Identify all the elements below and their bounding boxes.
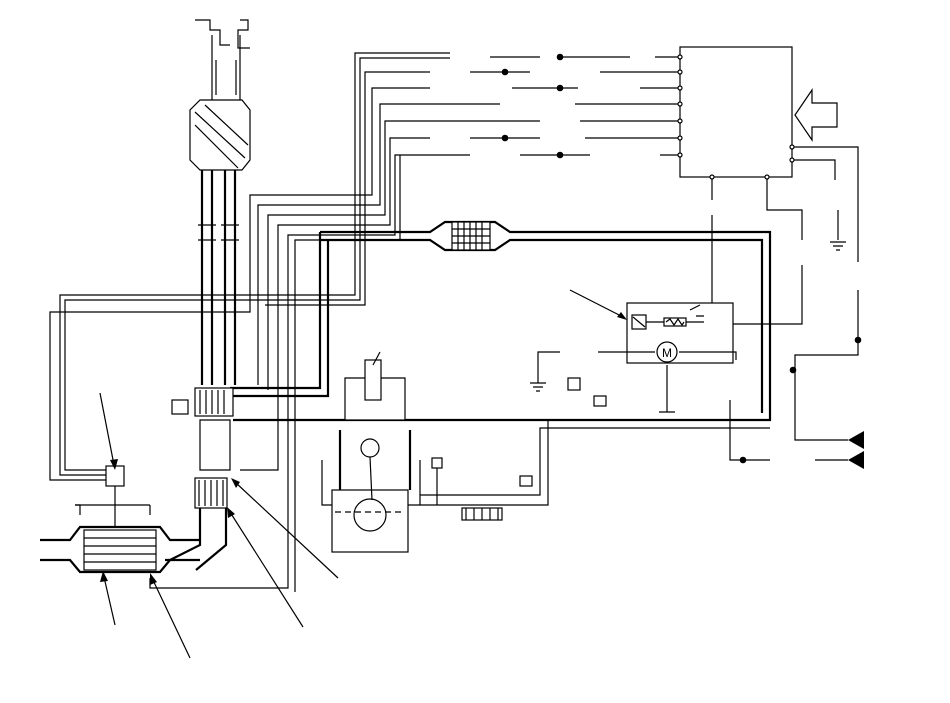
relay-pointer	[569, 289, 626, 319]
engine-cylinder	[321, 351, 421, 553]
control-relay	[626, 302, 734, 364]
leader-arrows	[99, 392, 339, 659]
output-arrow-icon	[848, 431, 864, 469]
air-intake-inlet	[195, 19, 250, 100]
relay-pointer-head	[617, 312, 627, 320]
catalytic-converter	[40, 525, 200, 574]
intercooler	[230, 220, 772, 422]
egr-cooler	[420, 377, 770, 521]
air-cleaner	[189, 99, 251, 171]
throttle-body	[171, 387, 234, 417]
input-arrow-icon	[794, 88, 838, 142]
fuel-pump-motor: M	[598, 341, 737, 363]
turbocharger	[165, 419, 231, 571]
svg-text:M: M	[662, 346, 672, 360]
ground-symbol	[530, 241, 846, 413]
intake-duct	[198, 170, 239, 385]
ecu-box	[677, 46, 795, 180]
